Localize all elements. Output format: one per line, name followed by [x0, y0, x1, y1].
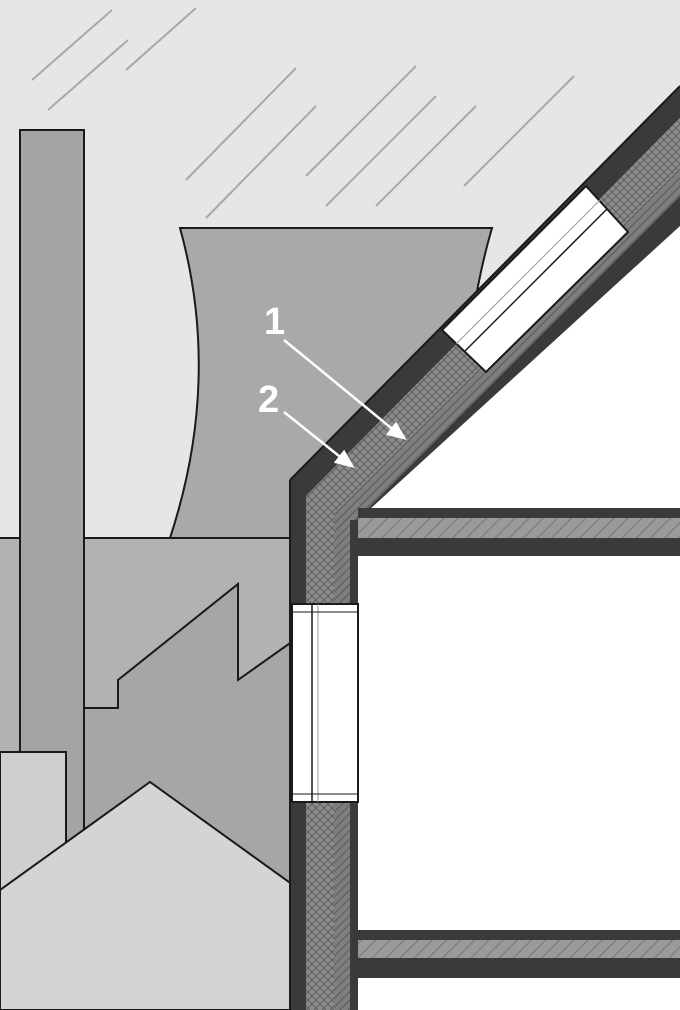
rain-streaks: [31, 7, 575, 219]
callout-arrows: [283, 339, 407, 468]
roof-window-lower: [440, 184, 630, 374]
interior: [358, 226, 680, 1010]
callout-label-1: 1: [264, 301, 285, 343]
upper-floor-slab: [358, 508, 680, 556]
callout-label-2: 2: [258, 379, 279, 421]
wall-window: [291, 603, 359, 803]
lower-floor-slab: [358, 930, 680, 978]
